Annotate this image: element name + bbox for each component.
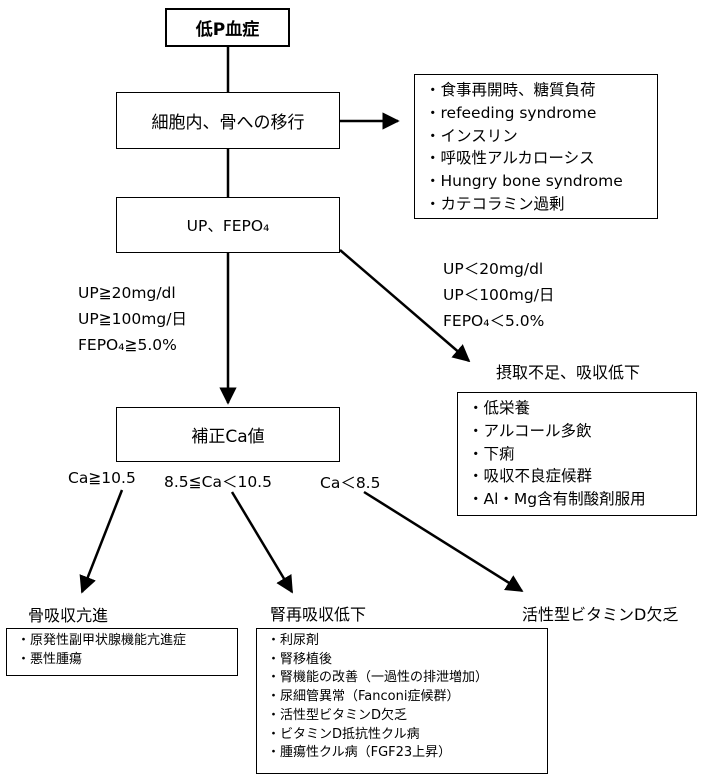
shift-cause-item: ・Hungry bone syndrome xyxy=(425,172,623,191)
intake-item: ・吸収不良症候群 xyxy=(468,467,593,486)
arrow-ca-to-renal xyxy=(230,491,294,594)
intake-item: ・アルコール多飲 xyxy=(468,421,592,440)
arrow-up-to-intake xyxy=(339,249,471,363)
renal-item: ・腎機能の改善（一過性の排泄増加） xyxy=(267,670,489,686)
low-condition: UP＜20mg/dl xyxy=(443,260,544,278)
corrected-ca-box: 補正Ca値 xyxy=(116,407,340,462)
vitd-title: 活性型ビタミンD欠乏 xyxy=(522,605,679,624)
renal-item: ・腎移植後 xyxy=(267,651,333,667)
shift-cause-item: ・refeeding syndrome xyxy=(425,103,597,122)
arrow-ca-to-bone xyxy=(79,489,124,594)
shift-causes-box: ・食事再開時、糖質負荷 ・refeeding syndrome ・インスリン ・… xyxy=(414,74,658,219)
ca-condition-high: Ca≧10.5 xyxy=(68,469,136,487)
renal-item: ・腫瘍性クル病（FGF23上昇） xyxy=(267,745,452,761)
renal-title: 腎再吸収低下 xyxy=(270,605,367,624)
low-condition: UP＜100mg/日 xyxy=(443,286,555,304)
renal-box: ・利尿剤 ・腎移植後 ・腎機能の改善（一過性の排泄増加） ・尿細管異常（Fanc… xyxy=(256,628,548,774)
high-condition: UP≧100mg/日 xyxy=(78,310,187,328)
renal-item: ・尿細管異常（Fanconi症候群） xyxy=(267,689,460,705)
corrected-ca-label: 補正Ca値 xyxy=(191,427,265,447)
up-fepo4-label: UP、FEPO₄ xyxy=(186,217,270,235)
shift-box-label: 細胞内、骨への移行 xyxy=(151,113,305,133)
intake-box: ・低栄養 ・アルコール多飲 ・下痢 ・吸収不良症候群 ・Al・Mg含有制酸剤服用 xyxy=(457,392,697,516)
shift-cause-item: ・インスリン xyxy=(425,126,518,145)
bone-item: ・悪性腫瘍 xyxy=(17,651,83,667)
intake-item: ・Al・Mg含有制酸剤服用 xyxy=(468,490,646,509)
bone-box: ・原発性副甲状腺機能亢進症 ・悪性腫瘍 xyxy=(6,628,238,676)
arrow-ca-to-vitd xyxy=(363,490,524,593)
intake-title: 摂取不足、吸収低下 xyxy=(496,363,641,382)
renal-item: ・ビタミンD抵抗性クル病 xyxy=(267,726,420,742)
renal-item: ・利尿剤 xyxy=(267,633,320,648)
intake-item: ・下痢 xyxy=(468,444,515,463)
bone-item: ・原発性副甲状腺機能亢進症 xyxy=(17,633,187,648)
intake-item: ・低栄養 xyxy=(468,399,531,417)
shift-cause-item: ・呼吸性アルカローシス xyxy=(425,149,595,168)
shift-box: 細胞内、骨への移行 xyxy=(116,92,340,149)
bone-title: 骨吸収亢進 xyxy=(28,606,109,625)
low-conditions: UP＜20mg/dl UP＜100mg/日 FEPO₄＜5.0% xyxy=(443,256,554,334)
up-fepo4-box: UP、FEPO₄ xyxy=(116,197,340,253)
ca-condition-low: Ca＜8.5 xyxy=(320,474,381,492)
high-condition: UP≧20mg/dl xyxy=(78,284,176,302)
low-condition: FEPO₄＜5.0% xyxy=(443,312,545,330)
title-box: 低P血症 xyxy=(165,8,290,47)
title-text: 低P血症 xyxy=(195,20,260,40)
ca-condition-mid: 8.5≦Ca＜10.5 xyxy=(164,473,272,491)
high-conditions: UP≧20mg/dl UP≧100mg/日 FEPO₄≧5.0% xyxy=(78,280,187,358)
shift-cause-item: ・食事再開時、糖質負荷 xyxy=(425,81,596,99)
high-condition: FEPO₄≧5.0% xyxy=(78,336,177,354)
shift-cause-item: ・カテコラミン過剰 xyxy=(425,194,565,213)
renal-item: ・活性型ビタミンD欠乏 xyxy=(267,707,408,723)
